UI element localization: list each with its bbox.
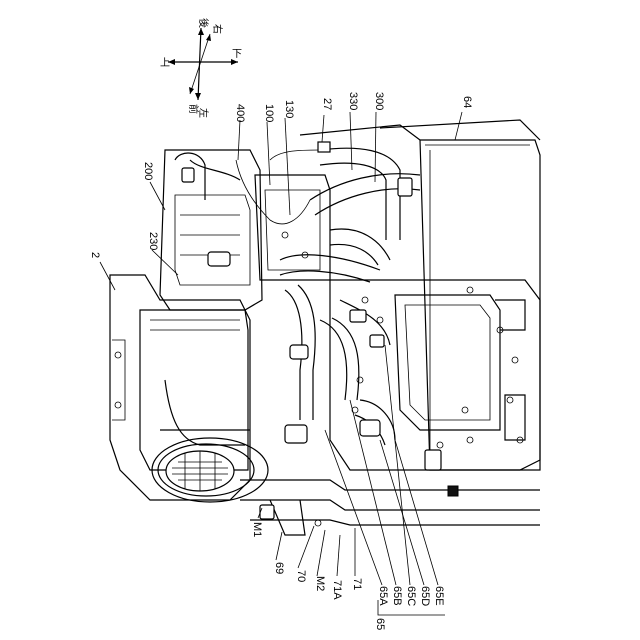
plate-cutout <box>395 295 500 430</box>
ref-400: 400 <box>234 104 246 122</box>
label-right: 右 <box>211 24 224 34</box>
ref-330: 330 <box>347 92 359 110</box>
engine-assembly <box>110 120 540 535</box>
ref-65d: 65D <box>419 586 431 606</box>
leader-400 <box>238 120 240 160</box>
bracket-69 <box>270 500 305 535</box>
component-130-panel <box>265 190 320 270</box>
leader-69 <box>276 532 282 560</box>
leader-70 <box>298 526 314 568</box>
clip-200 <box>182 168 194 182</box>
frame-71-bottom <box>250 520 540 525</box>
ref-2: 2 <box>89 252 101 258</box>
ref-71a: 71A <box>331 580 343 600</box>
label-left: 左 <box>197 108 210 118</box>
right-arrowhead <box>206 34 211 41</box>
ref-69: 69 <box>273 562 285 574</box>
reference-labels: 2 200 230 400 100 130 27 330 300 64 M1 6… <box>89 92 473 630</box>
connector-b <box>285 425 307 443</box>
component-230-ribs <box>180 215 240 255</box>
cable-27 <box>270 150 320 160</box>
label-up: 上 <box>160 57 170 69</box>
frame-71-top <box>240 480 540 490</box>
connector-d <box>350 310 366 322</box>
leader-300 <box>375 112 376 182</box>
ref-200: 200 <box>142 162 154 180</box>
frame-71-mid <box>240 500 540 510</box>
label-down: 下 <box>232 49 242 60</box>
ref-m2: M2 <box>314 576 326 591</box>
ref-27: 27 <box>321 98 333 110</box>
component-64-edges <box>425 145 530 460</box>
front-rear-arrow <box>198 28 201 100</box>
rear-arrowhead <box>198 28 204 35</box>
leader-65d <box>380 440 424 585</box>
direction-indicator: 上 下 後 右 前 左 <box>160 18 242 118</box>
ref-65b: 65B <box>391 586 403 606</box>
leader-m2 <box>317 530 325 576</box>
leader-65a <box>325 430 382 585</box>
front-arrowhead <box>195 93 201 100</box>
ref-70: 70 <box>295 570 307 582</box>
ref-100: 100 <box>263 104 275 122</box>
leader-27 <box>322 115 324 142</box>
ref-130: 130 <box>283 100 295 118</box>
component-2-face <box>140 310 248 470</box>
bolt-70 <box>315 520 321 526</box>
component-130-bolt <box>282 232 288 238</box>
connector-f <box>425 450 441 470</box>
left-arrowhead <box>189 87 194 94</box>
ref-65a: 65A <box>377 586 389 606</box>
mounting-plate <box>330 280 540 470</box>
block-black <box>448 486 458 496</box>
ref-71: 71 <box>351 578 363 590</box>
component-2-lines <box>150 320 240 330</box>
ref-300: 300 <box>373 92 385 110</box>
connector-c <box>360 420 380 436</box>
component-230-body <box>175 195 250 285</box>
ref-65: 65 <box>374 618 386 630</box>
cable-400 <box>236 160 310 224</box>
clip-230 <box>208 252 230 266</box>
leader-65c <box>385 345 410 585</box>
pipe-200-side <box>190 160 240 180</box>
leader-130 <box>285 118 290 215</box>
intake-tube-top <box>165 380 245 445</box>
leader-200 <box>150 182 165 210</box>
connector-a <box>290 345 308 359</box>
hose-65b <box>320 320 347 400</box>
motor-m1 <box>260 505 274 519</box>
leader-64 <box>455 112 462 140</box>
leader-230 <box>152 250 178 275</box>
leader-330 <box>350 112 352 170</box>
connector-e <box>370 335 384 347</box>
label-rear: 後 <box>197 18 210 28</box>
clamp-300 <box>398 178 412 196</box>
leader-2 <box>100 262 115 290</box>
sensor-27 <box>318 142 330 152</box>
ref-230: 230 <box>147 232 159 250</box>
leader-71a <box>337 535 340 576</box>
ref-65c: 65C <box>405 586 417 606</box>
ref-65e: 65E <box>433 586 445 606</box>
ref-64: 64 <box>461 96 473 108</box>
top-frame <box>380 120 540 140</box>
plate-cutout-inner <box>405 305 490 420</box>
ref-m1: M1 <box>251 522 263 537</box>
